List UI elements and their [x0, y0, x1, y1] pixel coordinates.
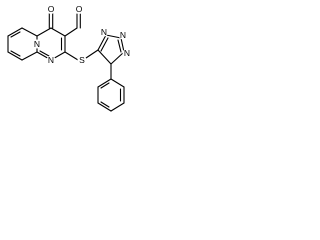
bond — [105, 34, 122, 39]
pyrimidine-nitrogen-atom: N — [46, 55, 56, 65]
bond — [97, 78, 112, 88]
bond — [21, 27, 38, 37]
bond — [10, 31, 21, 38]
triazole-n3-label: N — [124, 48, 130, 58]
thioether-sulfur-label: S — [79, 55, 85, 65]
bond — [117, 39, 122, 53]
bond — [39, 50, 50, 57]
carbonyl-oxygen-label: O — [48, 4, 55, 14]
bridgehead-nitrogen-label: N — [34, 39, 40, 49]
bond — [21, 51, 38, 61]
molecule-structure-diagram: O O N N S N N N — [7, 4, 132, 112]
bond — [100, 101, 110, 108]
triazole-n3-atom: N — [122, 48, 132, 58]
bond — [7, 51, 23, 61]
bond — [100, 82, 110, 89]
bridgehead-nitrogen-atom: N — [32, 39, 42, 49]
bond — [85, 49, 99, 59]
triazole-n1-label: N — [101, 27, 107, 37]
carbonyl-oxygen-atom: O — [46, 4, 56, 14]
bond — [100, 37, 109, 52]
bond — [36, 27, 52, 37]
bond-layer — [7, 12, 125, 112]
bond — [110, 78, 125, 88]
triazole-n2-atom: N — [118, 30, 128, 40]
bond — [97, 102, 112, 112]
triazole-n1-atom: N — [99, 27, 109, 37]
bond — [10, 50, 21, 57]
bond — [110, 51, 125, 65]
aldehyde-oxygen-atom: O — [74, 4, 84, 14]
bond — [64, 27, 78, 37]
bond — [120, 37, 125, 53]
atom-layer: O O N N S N N N — [32, 4, 132, 65]
aldehyde-oxygen-label: O — [76, 4, 83, 14]
bond — [97, 49, 112, 65]
bond — [7, 27, 23, 37]
bond — [110, 102, 125, 112]
pyrimidine-nitrogen-label: N — [48, 55, 54, 65]
bond — [50, 27, 66, 37]
thioether-sulfur-atom: S — [77, 55, 87, 65]
triazole-n2-label: N — [120, 30, 126, 40]
bond — [64, 51, 79, 61]
bond — [97, 34, 107, 51]
